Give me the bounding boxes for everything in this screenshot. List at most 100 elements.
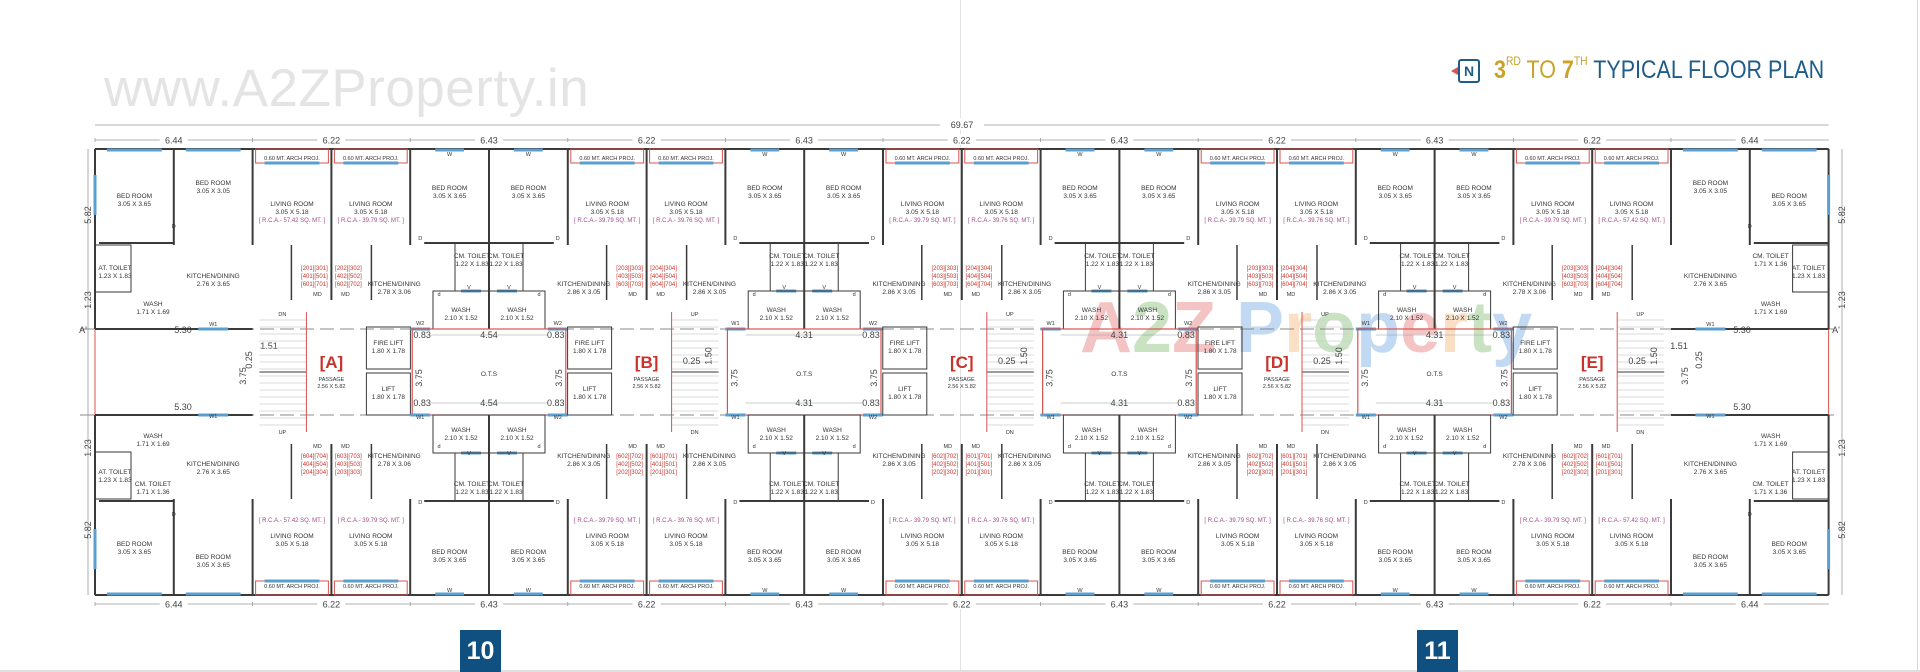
- core-label: [B]: [635, 353, 659, 372]
- bay-dimension-bottom: 6.22: [953, 600, 971, 610]
- flat-number: [201][301]: [1596, 470, 1623, 476]
- dim-bg: [1105, 134, 1134, 145]
- living-room-size: 3.05 X 5.18: [1300, 209, 1334, 216]
- arch-projection-label: 0.60 MT. ARCH PROJ.: [343, 584, 399, 590]
- ots-depth-dim: 3.75: [414, 369, 424, 387]
- door-label: D: [1049, 500, 1053, 506]
- lift-shaft: [365, 372, 411, 416]
- wash-size: 1.71 X 1.69: [136, 309, 170, 316]
- stair-direction-label: UP: [1006, 312, 1014, 318]
- flat-number: [604][704]: [965, 282, 992, 288]
- bed-room-name: BED ROOM: [1693, 180, 1728, 187]
- flat-number: [202][302]: [1562, 470, 1589, 476]
- floor-plan-title: N 3RD TO 7TH TYPICAL FLOOR PLAN: [1451, 54, 1878, 85]
- door-label: d: [1383, 292, 1386, 298]
- cm-toilet-name: CM. TOILET: [803, 481, 839, 488]
- kitchen-dining-name: KITCHEN/DINING: [1313, 281, 1366, 288]
- living-room-rca: [ R.C.A.- 39.79 SQ. MT. ]: [574, 518, 641, 524]
- kitchen-dining-name: KITCHEN/DINING: [683, 453, 736, 460]
- wash-size: 2.10 X 1.52: [500, 435, 534, 442]
- cm-toilet-size: 1.22 X 1.83: [1435, 261, 1469, 268]
- vent-label: V: [507, 451, 511, 457]
- bed-room-size: 3.05 X 3.65: [1773, 201, 1807, 208]
- bed-room-name: BED ROOM: [1771, 193, 1806, 200]
- bed-room-name: BED ROOM: [1456, 185, 1491, 192]
- stair-direction-label: DN: [1321, 430, 1329, 436]
- fire-lift-size: 1.80 X 1.78: [1203, 348, 1237, 355]
- vent-label: V: [1453, 451, 1457, 457]
- door-label: d: [1168, 292, 1171, 298]
- living-room-rca: [ R.C.A.- 39.79 SQ. MT. ]: [1204, 218, 1271, 224]
- dim-bg: [1735, 598, 1764, 609]
- door-label: D: [1501, 236, 1505, 242]
- window-label: W2: [1184, 321, 1192, 327]
- cm-toilet-size: 1.22 X 1.83: [1401, 489, 1435, 496]
- wash-depth-right: 1.23: [1837, 291, 1847, 309]
- bay-dimension-bottom: 6.43: [480, 600, 498, 610]
- bed-room-name: BED ROOM: [432, 185, 467, 192]
- title-joiner: TO: [1526, 56, 1556, 84]
- logo-letter: A: [1080, 288, 1132, 368]
- stair-direction-label: DN: [1636, 430, 1644, 436]
- flat-number: [204][304]: [301, 470, 328, 476]
- door-label: d: [537, 444, 540, 450]
- ots-label: O.T.S: [1111, 371, 1128, 378]
- title-start-floor: 3: [1494, 56, 1506, 84]
- stair-gap-dim: 0.25: [683, 356, 701, 366]
- grid-label-left: A': [79, 325, 87, 335]
- bed-room-size: 3.05 X 3.65: [1694, 562, 1728, 569]
- flat-number: [604][704]: [650, 282, 677, 288]
- bay-dimension-top: 6.22: [638, 136, 656, 146]
- window-label: W2: [1499, 321, 1507, 327]
- kitchen-dining-name: KITCHEN/DINING: [368, 281, 421, 288]
- dim-bg: [1263, 134, 1291, 145]
- flat-number: [401][501]: [650, 462, 677, 468]
- flat-number: [203][303]: [1247, 266, 1274, 272]
- passage-size: 2.56 X 5.82: [317, 384, 345, 390]
- main-door-label: MD: [1574, 444, 1583, 450]
- wash-name: WASH: [1761, 433, 1781, 440]
- title-main: TYPICAL FLOOR PLAN: [1593, 56, 1825, 84]
- arch-projection-label: 0.60 MT. ARCH PROJ.: [264, 156, 320, 162]
- bed-room-size: 3.05 X 3.65: [1379, 193, 1413, 200]
- dim-bg: [1578, 134, 1607, 145]
- bay-dimension-bottom: 6.43: [1426, 600, 1444, 610]
- bed-room-name: BED ROOM: [1141, 549, 1176, 556]
- kitchen-dining-size: 2.78 X 3.06: [1513, 289, 1547, 296]
- wash-name: WASH: [1138, 427, 1158, 434]
- living-room-rca: [ R.C.A.- 57.42 SQ. MT. ]: [259, 218, 326, 224]
- window-label: W2: [416, 321, 424, 327]
- dim-bg: [947, 598, 976, 609]
- wash-size: 1.71 X 1.69: [136, 441, 170, 448]
- cm-toilet-name: CM. TOILET: [1118, 253, 1154, 260]
- flat-number: [204][304]: [965, 266, 992, 272]
- door-label: d: [437, 292, 440, 298]
- bay-dimension-top: 6.22: [953, 136, 971, 146]
- cm-toilet-size: 1.22 X 1.83: [1086, 261, 1120, 268]
- unit-depth-left: 5.82: [83, 206, 93, 224]
- bed-room-size: 3.05 X 3.65: [1379, 557, 1413, 564]
- main-door-label: MD: [1259, 292, 1268, 298]
- flat-number: [203][303]: [931, 266, 958, 272]
- arch-projection-label: 0.60 MT. ARCH PROJ.: [1289, 584, 1345, 590]
- bay-dimension-bottom: 6.44: [165, 600, 183, 610]
- core-depth-right: 3.75: [1680, 367, 1690, 385]
- window-label: W: [526, 588, 532, 594]
- bed-room-name: BED ROOM: [1693, 554, 1728, 561]
- ots-span-dim: 4.54: [480, 398, 498, 408]
- flat-number: [201][301]: [301, 266, 328, 272]
- dim-bg: [159, 134, 188, 145]
- living-room-rca: [ R.C.A.- 39.76 SQ. MT. ]: [1283, 518, 1350, 524]
- fire-lift-shaft: [1197, 326, 1243, 370]
- main-door-label: MD: [972, 444, 981, 450]
- cm-toilet-name: CM. TOILET: [769, 481, 805, 488]
- stair-width-right: 1.51: [1670, 341, 1688, 351]
- lift-size: 1.80 X 1.78: [1203, 394, 1237, 401]
- kitchen-dining-name: KITCHEN/DINING: [187, 273, 240, 280]
- kitchen-dining-name: KITCHEN/DINING: [1188, 281, 1241, 288]
- dim-bg: [1735, 134, 1764, 145]
- flat-number: [601][701]: [650, 454, 677, 460]
- dim-bg: [790, 134, 819, 145]
- wash-name: WASH: [507, 427, 527, 434]
- passage-length-right: 5.30: [1733, 402, 1751, 412]
